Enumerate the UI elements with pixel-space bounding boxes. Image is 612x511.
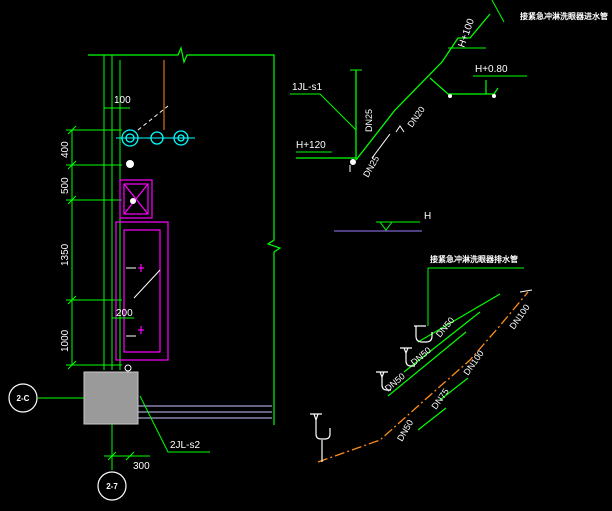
elev-h-0-80: H+0.80 [475,64,508,75]
shower-cabinet [115,221,169,361]
dimension-tick [125,451,135,461]
grid-bubble [8,383,38,413]
dim-200: 200 [116,308,133,319]
dim-1000: 1000 [60,329,71,352]
elev-h-120: H+120 [296,140,326,151]
pipe-label-dn75: DN75 [429,387,450,412]
trap-fixtures [310,325,433,462]
pipe-label-dn50-d: DN50 [395,418,415,443]
elev-h: H [424,211,431,222]
pipe-label-dn20: DN20 [405,105,426,130]
supply-diagram: 接紧急冲淋洗眼器进水管 H+0.80 H+100 1JL-s1 H+120 DN… [290,0,608,232]
dim-400: 400 [60,141,71,158]
drain-pipe [317,291,529,463]
grid-bubble [97,471,127,501]
supply-title: 接紧急冲淋洗眼器进水管 [520,11,608,21]
valve-symbol [492,94,496,98]
riser-tag-1jl-s1: 1JL-s1 [292,82,322,93]
riser-tag-2jl-s2: 2JL-s2 [170,440,200,451]
eyewash-box [119,179,153,219]
label-leader [371,133,391,159]
valve-symbol [130,198,136,204]
leader-line [139,395,210,453]
pipe-label-dn100-b: DN100 [507,302,531,331]
dimension-tick [107,451,117,461]
pipe-label-dn25-b: DN25 [361,154,381,179]
grid-bubble-label: 2-7 [106,482,118,491]
elevation-triangle [379,221,393,231]
valve-symbol [448,94,452,98]
drain-branches [387,293,501,431]
wall-outline [88,46,282,425]
valve-symbol [395,125,405,133]
dim-1350: 1350 [60,243,71,266]
pipe-label-dn50-a: DN50 [434,315,456,339]
gray-block [83,371,139,425]
drain-diagram: 接紧急冲淋洗眼器排水管 DN50 DN50 DN50 DN100 DN75 DN… [310,254,533,463]
dimension-ticks [66,125,122,370]
dim-300: 300 [133,461,150,472]
dim-500: 500 [60,177,71,194]
title-leader [491,0,505,23]
valve-symbol [350,159,356,165]
pipe-label-dn100-a: DN100 [461,348,485,377]
cyan-fixtures [116,129,195,147]
tag-leader [290,93,357,131]
drain-title: 接紧急冲淋洗眼器排水管 [430,254,518,264]
pipe-label-dn25-a: DN25 [364,109,374,132]
pipe-label-dn50-b: DN50 [409,345,433,367]
supply-branch [429,77,499,95]
dim-100: 100 [114,95,131,106]
plan-view: 400 500 1350 1000 100 [8,46,282,501]
grid-bubble-label: 2-C [17,394,30,403]
valve-symbol [126,160,134,168]
pipe-diagonal [133,269,161,299]
drain-symbol [124,364,132,372]
supply-pipe [355,13,491,161]
pipe-end [519,289,533,293]
horizontal-pipes [138,405,272,419]
